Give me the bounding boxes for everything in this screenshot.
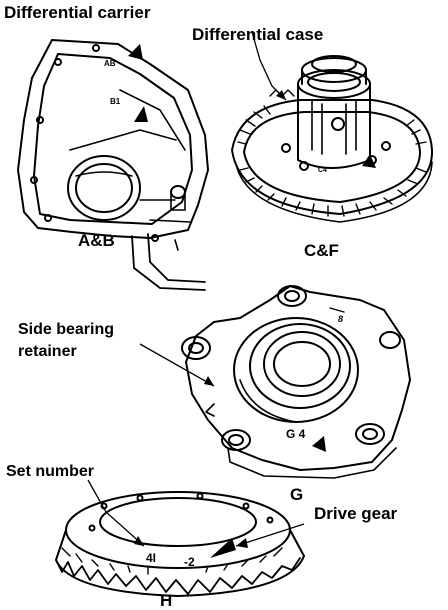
leader-arrow-case [276,90,286,100]
code-a-and-b: A&B [78,231,115,250]
code-c-and-f: C&F [304,241,339,260]
label-drive-gear: Drive gear [314,504,398,523]
leader-arrow-drive-gear [236,538,248,548]
differential-case-drawing [231,55,434,223]
leader-arrow-retainer [204,376,214,386]
code-g: G [290,485,304,504]
code-h: H [160,591,173,610]
carrier-mark-arrow-lower [134,106,148,122]
gear-stamp-right: -2 [184,555,195,569]
label-side-bearing-line2: retainer [18,343,77,360]
gear-mark-arrow [210,538,236,558]
retainer-ear-mark: 8 [338,314,343,324]
leader-arrow-set-number [134,536,144,546]
carrier-mark-arrow-upper [128,44,143,60]
label-set-number: Set number [6,463,95,480]
differential-carrier-drawing [17,39,209,291]
carrier-stamp-upper: AB [104,59,116,68]
case-stamp: C4 [318,167,327,174]
side-bearing-retainer-drawing [181,285,411,479]
gear-stamp-left: 4I [146,551,156,565]
label-differential-case: Differential case [192,25,324,44]
label-side-bearing-line1: Side bearing [18,321,115,338]
label-differential-carrier: Differential carrier [4,3,151,22]
drive-gear-drawing [55,491,305,597]
retainer-stamp: G 4 [286,427,306,441]
retainer-mark-arrow [312,436,326,452]
carrier-stamp-lower: B1 [110,97,121,106]
case-mark-arrow [362,154,376,168]
